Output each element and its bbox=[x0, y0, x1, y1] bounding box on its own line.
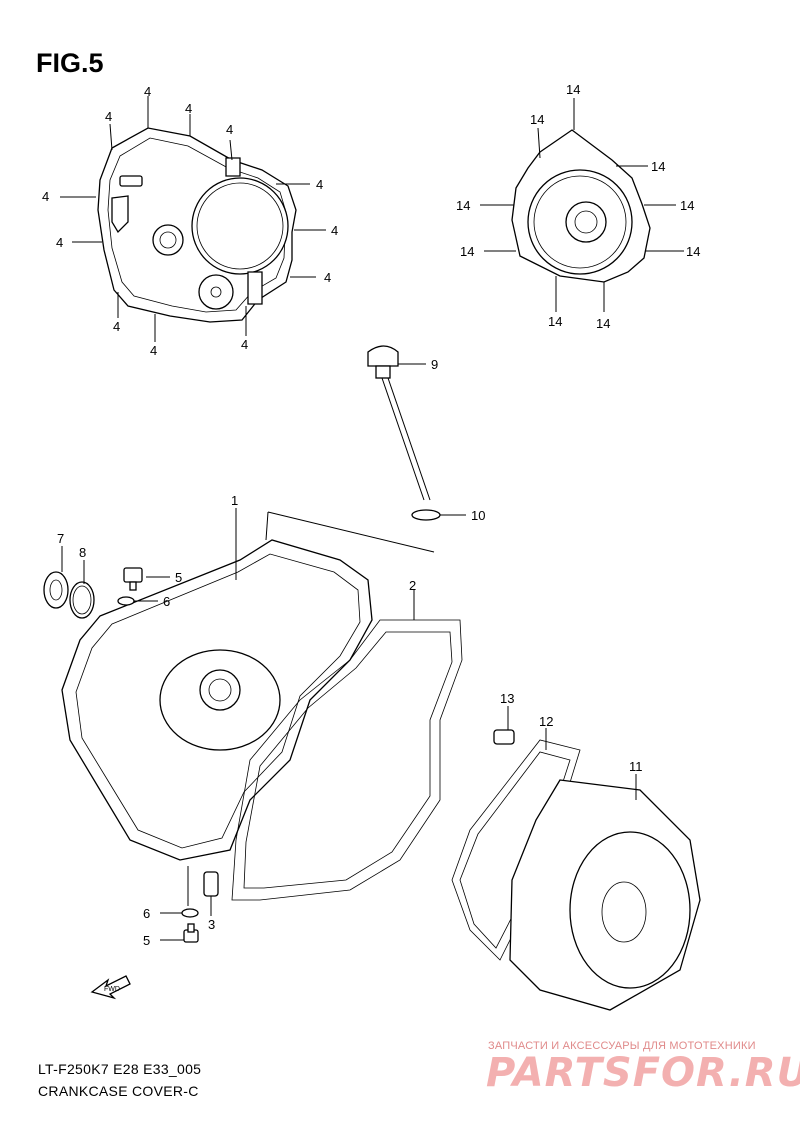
watermark-tagline: ЗАПЧАСТИ И АКСЕССУАРЫ ДЛЯ МОТОТЕХНИКИ bbox=[488, 1040, 756, 1052]
section-name-caption: CRANKCASE COVER-C bbox=[38, 1083, 199, 1099]
bolt-washer-upper bbox=[117, 567, 170, 606]
callout-11: 11 bbox=[629, 759, 643, 774]
callout-6: 6 bbox=[163, 594, 170, 609]
callout-4: 4 bbox=[42, 189, 49, 204]
callout-14: 14 bbox=[460, 244, 474, 259]
callout-7: 7 bbox=[57, 531, 64, 546]
callout-14: 14 bbox=[686, 244, 700, 259]
left-cover-bolt-lines bbox=[60, 96, 326, 342]
callout-12: 12 bbox=[539, 714, 553, 729]
model-code-caption: LT-F250K7 E28 E33_005 bbox=[38, 1061, 202, 1077]
callout-4: 4 bbox=[185, 101, 192, 116]
callout-5: 5 bbox=[175, 570, 182, 585]
callout-3: 3 bbox=[208, 917, 215, 932]
figure-title: FIG.5 bbox=[36, 48, 104, 78]
left-cover-bolt-view bbox=[60, 96, 326, 342]
callouts-top-right: 14 14 14 14 14 14 14 14 14 bbox=[456, 82, 700, 331]
callout-4: 4 bbox=[113, 319, 120, 334]
dipstick-assembly bbox=[367, 345, 466, 521]
right-cover-bolt-view bbox=[480, 98, 684, 312]
oil-seal-parts bbox=[43, 546, 95, 619]
callout-14: 14 bbox=[651, 159, 665, 174]
callout-4: 4 bbox=[150, 343, 157, 358]
callout-14: 14 bbox=[596, 316, 610, 331]
callout-8: 8 bbox=[79, 545, 86, 560]
watermark-logo: PARTSFOR.RU bbox=[486, 1050, 800, 1096]
callout-4: 4 bbox=[241, 337, 248, 352]
callout-4: 4 bbox=[144, 84, 151, 99]
right-cover-parts bbox=[451, 706, 701, 1011]
callout-14: 14 bbox=[456, 198, 470, 213]
right-cover-bolt-lines bbox=[480, 98, 684, 312]
callout-1: 1 bbox=[231, 493, 238, 508]
callout-14: 14 bbox=[548, 314, 562, 329]
callout-4: 4 bbox=[324, 270, 331, 285]
cover-gasket bbox=[231, 590, 463, 901]
callout-14: 14 bbox=[530, 112, 544, 127]
crankcase-cover-body bbox=[61, 508, 435, 861]
callout-9: 9 bbox=[431, 357, 438, 372]
callouts-main: 1 2 3 5 5 6 6 7 8 9 10 11 12 13 bbox=[57, 357, 643, 948]
callout-2: 2 bbox=[409, 578, 416, 593]
fwd-arrow-icon: FWD bbox=[90, 975, 131, 1000]
callout-10: 10 bbox=[471, 508, 485, 523]
callout-14: 14 bbox=[566, 82, 580, 97]
callout-6: 6 bbox=[143, 906, 150, 921]
callout-4: 4 bbox=[105, 109, 112, 124]
callout-4: 4 bbox=[331, 223, 338, 238]
callout-4: 4 bbox=[56, 235, 63, 250]
dowel-bolt-lower bbox=[160, 866, 219, 943]
callouts-top-left: 4 4 4 4 4 4 4 4 4 4 4 4 bbox=[42, 84, 338, 358]
fwd-label: FWD bbox=[104, 986, 120, 993]
callout-4: 4 bbox=[226, 122, 233, 137]
callout-5: 5 bbox=[143, 933, 150, 948]
callout-4: 4 bbox=[316, 177, 323, 192]
callout-13: 13 bbox=[500, 691, 514, 706]
callout-14: 14 bbox=[680, 198, 694, 213]
